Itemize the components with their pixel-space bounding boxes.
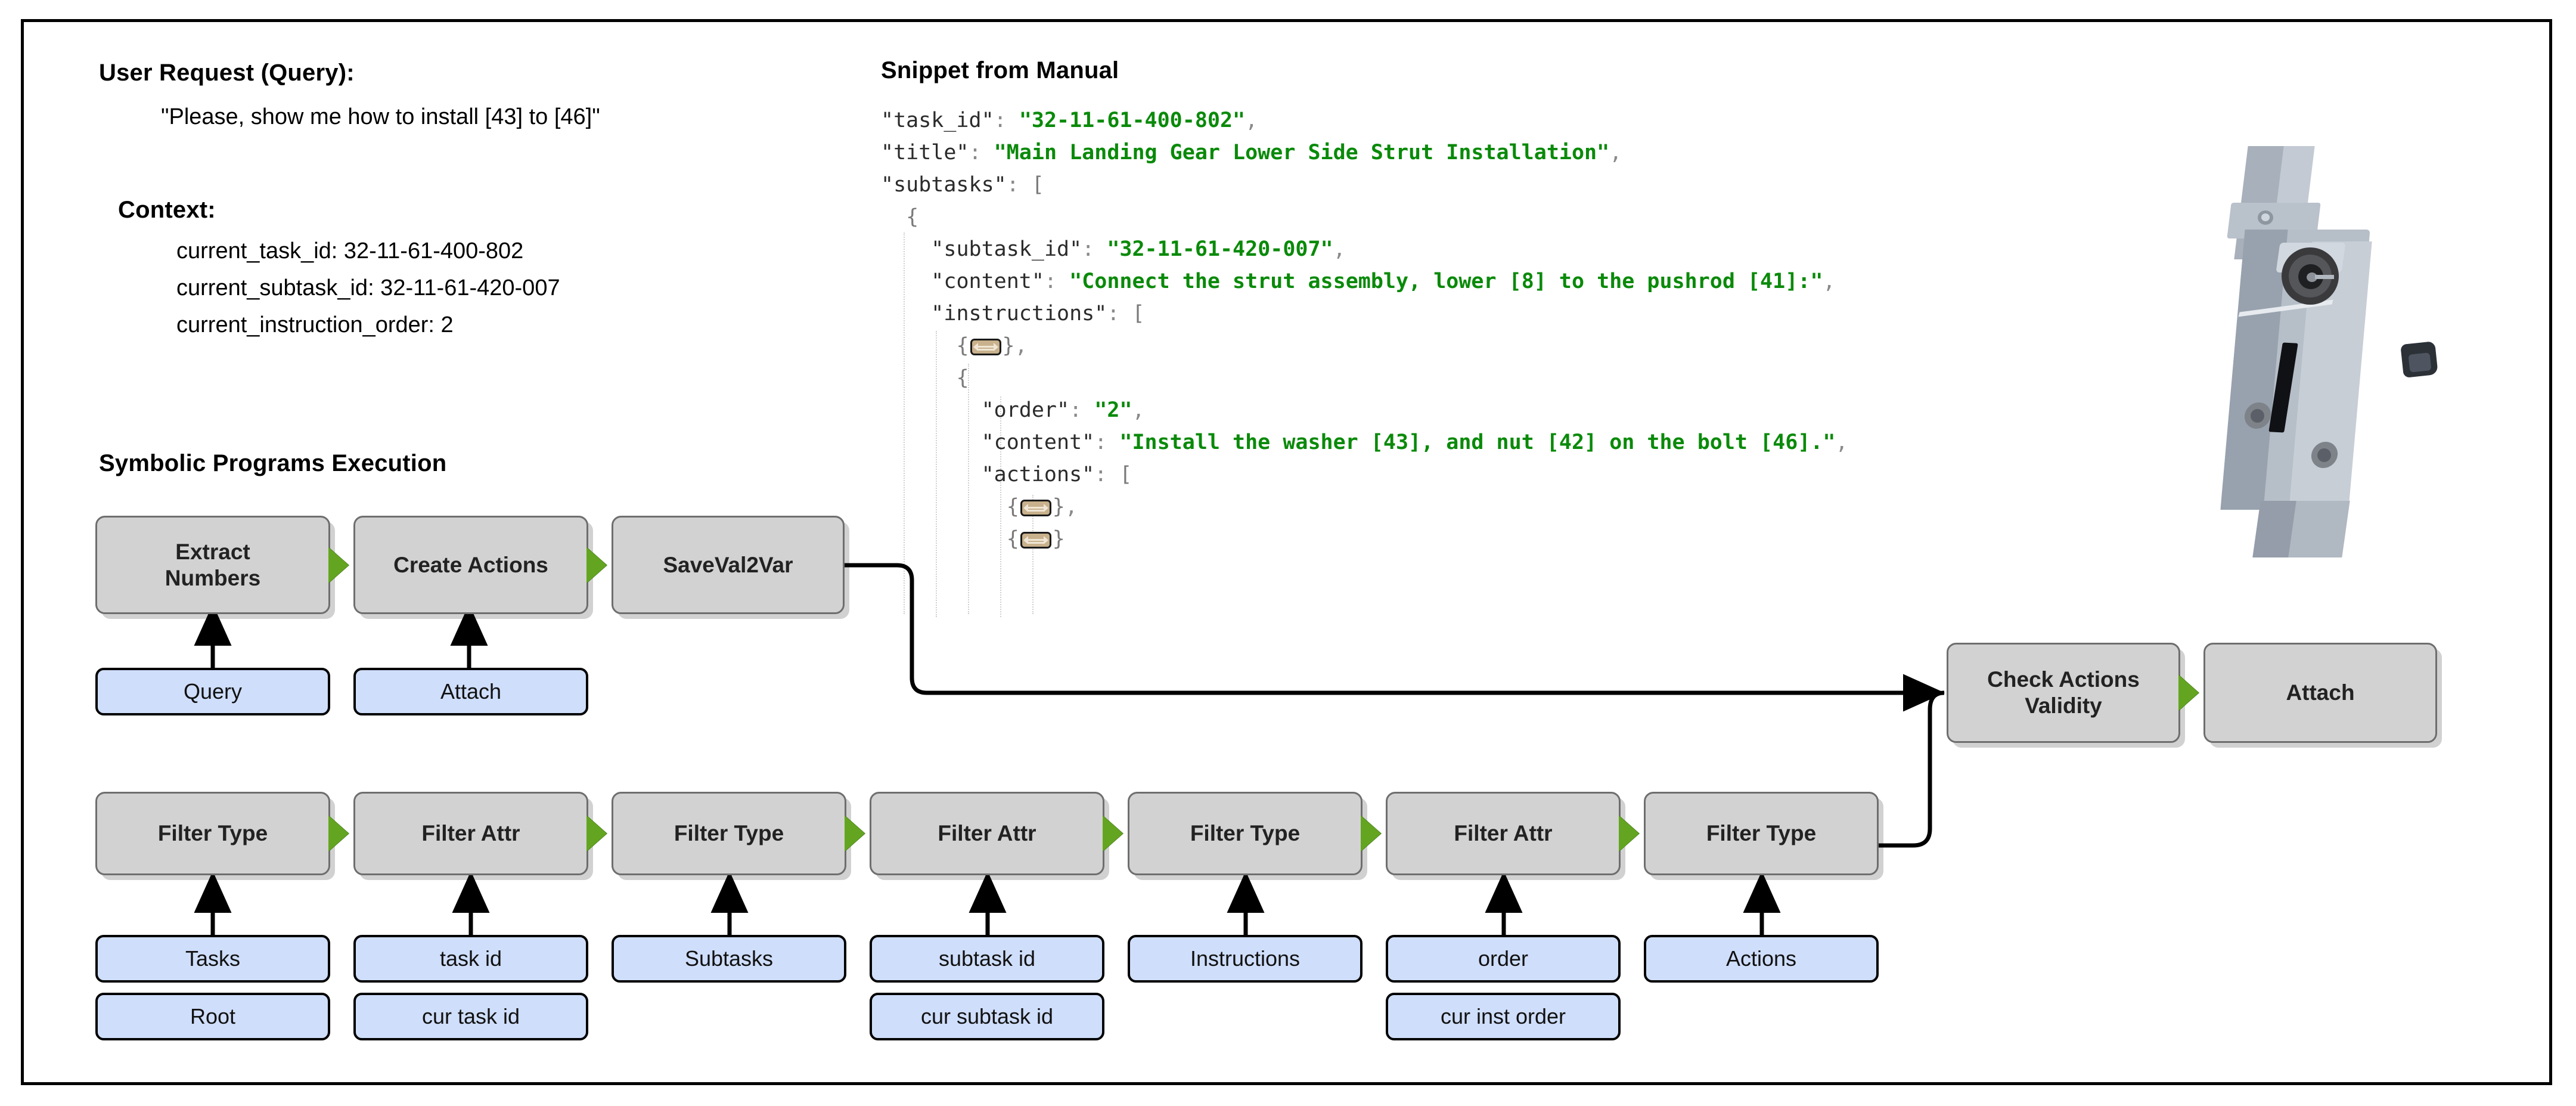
json-line: "subtask_id": "32-11-61-420-007", [931, 237, 1346, 261]
json-line: "order": "2", [981, 398, 1145, 422]
node-label: SaveVal2Var [663, 552, 793, 577]
node-saveval2var[interactable]: SaveVal2Var [612, 516, 845, 614]
value-node-task-id[interactable]: task id [353, 935, 588, 983]
indent-guide [968, 364, 969, 614]
flow-arrow-icon [845, 816, 865, 851]
user-request-text: "Please, show me how to install [43] to … [161, 104, 600, 129]
flow-arrow-icon [328, 547, 349, 583]
node-extract-numbers[interactable]: Extract Numbers [95, 516, 330, 614]
node-label: Filter Type [157, 821, 268, 845]
node-create-actions[interactable]: Create Actions [353, 516, 588, 614]
node-label: Extract Numbers [165, 539, 261, 590]
value-node-tasks[interactable]: Tasks [95, 935, 330, 983]
node-label: Attach [2286, 680, 2355, 705]
value-node-order[interactable]: order [1386, 935, 1621, 983]
json-line: "task_id": "32-11-61-400-802", [881, 109, 1258, 132]
node-filter-type-3[interactable]: Filter Type [1128, 792, 1363, 875]
symbolic-programs-heading: Symbolic Programs Execution [99, 450, 447, 476]
json-line: {}, [1006, 495, 1078, 519]
value-node-attach[interactable]: Attach [353, 668, 588, 715]
indent-guide [904, 233, 905, 614]
node-label: Filter Type [1706, 821, 1817, 845]
value-node-label: cur inst order [1440, 1004, 1566, 1028]
json-line: { [956, 366, 969, 390]
landing-gear-strut-render [2122, 146, 2456, 557]
flow-arrow-icon [586, 816, 607, 851]
value-node-label: cur subtask id [920, 1004, 1054, 1028]
value-node-label: Subtasks [684, 946, 774, 971]
json-line: { [906, 205, 919, 229]
value-node-label: task id [439, 946, 502, 971]
node-check-actions-validity[interactable]: Check Actions Validity [1947, 643, 2180, 743]
context-heading: Context: [118, 197, 216, 223]
collapsed-object-icon[interactable] [970, 339, 1001, 355]
context-line-task-id: current_task_id: 32-11-61-400-802 [176, 238, 524, 264]
value-node-subtasks[interactable]: Subtasks [612, 935, 846, 983]
value-node-actions[interactable]: Actions [1644, 935, 1879, 983]
manual-json-snippet: "task_id": "32-11-61-400-802", "title": "… [881, 104, 1848, 555]
node-label: Create Actions [393, 552, 548, 577]
value-node-label: Tasks [185, 946, 241, 971]
flow-arrow-icon [1619, 816, 1639, 851]
node-label: Filter Type [1190, 821, 1301, 845]
node-label: Check Actions Validity [1987, 667, 2140, 718]
flow-arrow-icon [586, 547, 607, 583]
value-node-label: Instructions [1190, 946, 1301, 971]
node-filter-attr-1[interactable]: Filter Attr [353, 792, 588, 875]
json-line: "subtasks": [ [881, 173, 1044, 197]
json-line: "instructions": [ [931, 302, 1145, 326]
node-label: Filter Attr [938, 821, 1036, 845]
json-line: {} [1006, 527, 1065, 551]
flow-arrow-icon [1361, 816, 1381, 851]
node-label: Filter Type [674, 821, 784, 845]
json-line: "actions": [ [981, 463, 1132, 487]
indent-guide [936, 331, 937, 617]
collapsed-object-icon[interactable] [1020, 532, 1051, 549]
node-filter-attr-3[interactable]: Filter Attr [1386, 792, 1621, 875]
flow-arrow-icon [2178, 675, 2199, 711]
value-node-root[interactable]: Root [95, 993, 330, 1040]
value-node-cur-task-id[interactable]: cur task id [353, 993, 588, 1040]
user-request-heading: User Request (Query): [99, 60, 355, 86]
value-node-label: Query [183, 679, 243, 704]
json-line: "content": "Install the washer [43], and… [981, 430, 1848, 454]
context-line-subtask-id: current_subtask_id: 32-11-61-420-007 [176, 275, 560, 300]
node-label: Filter Attr [421, 821, 520, 845]
collapsed-object-icon[interactable] [1020, 500, 1051, 516]
context-line-instruction-order: current_instruction_order: 2 [176, 312, 454, 337]
node-filter-type-2[interactable]: Filter Type [612, 792, 846, 875]
indent-guide [1000, 396, 1001, 617]
value-node-label: subtask id [938, 946, 1036, 971]
value-node-label: Attach [440, 679, 502, 704]
flow-arrow-icon [1103, 816, 1123, 851]
value-node-label: order [1478, 946, 1529, 971]
value-node-cur-subtask-id[interactable]: cur subtask id [870, 993, 1104, 1040]
indent-guide [1032, 495, 1033, 614]
value-node-subtask-id[interactable]: subtask id [870, 935, 1104, 983]
node-filter-type-1[interactable]: Filter Type [95, 792, 330, 875]
value-node-label: Root [190, 1004, 236, 1028]
value-node-query[interactable]: Query [95, 668, 330, 715]
node-filter-attr-2[interactable]: Filter Attr [870, 792, 1104, 875]
node-label: Filter Attr [1454, 821, 1553, 845]
json-line: "title": "Main Landing Gear Lower Side S… [881, 141, 1622, 165]
value-node-instructions[interactable]: Instructions [1128, 935, 1363, 983]
value-node-label: cur task id [421, 1004, 520, 1028]
flow-arrow-icon [328, 816, 349, 851]
value-node-cur-inst-order[interactable]: cur inst order [1386, 993, 1621, 1040]
node-filter-type-4[interactable]: Filter Type [1644, 792, 1879, 875]
json-line: "content": "Connect the strut assembly, … [931, 269, 1836, 293]
node-attach-final[interactable]: Attach [2203, 643, 2437, 743]
snippet-heading: Snippet from Manual [881, 57, 1119, 83]
json-line: {}, [956, 334, 1028, 358]
value-node-label: Actions [1725, 946, 1797, 971]
